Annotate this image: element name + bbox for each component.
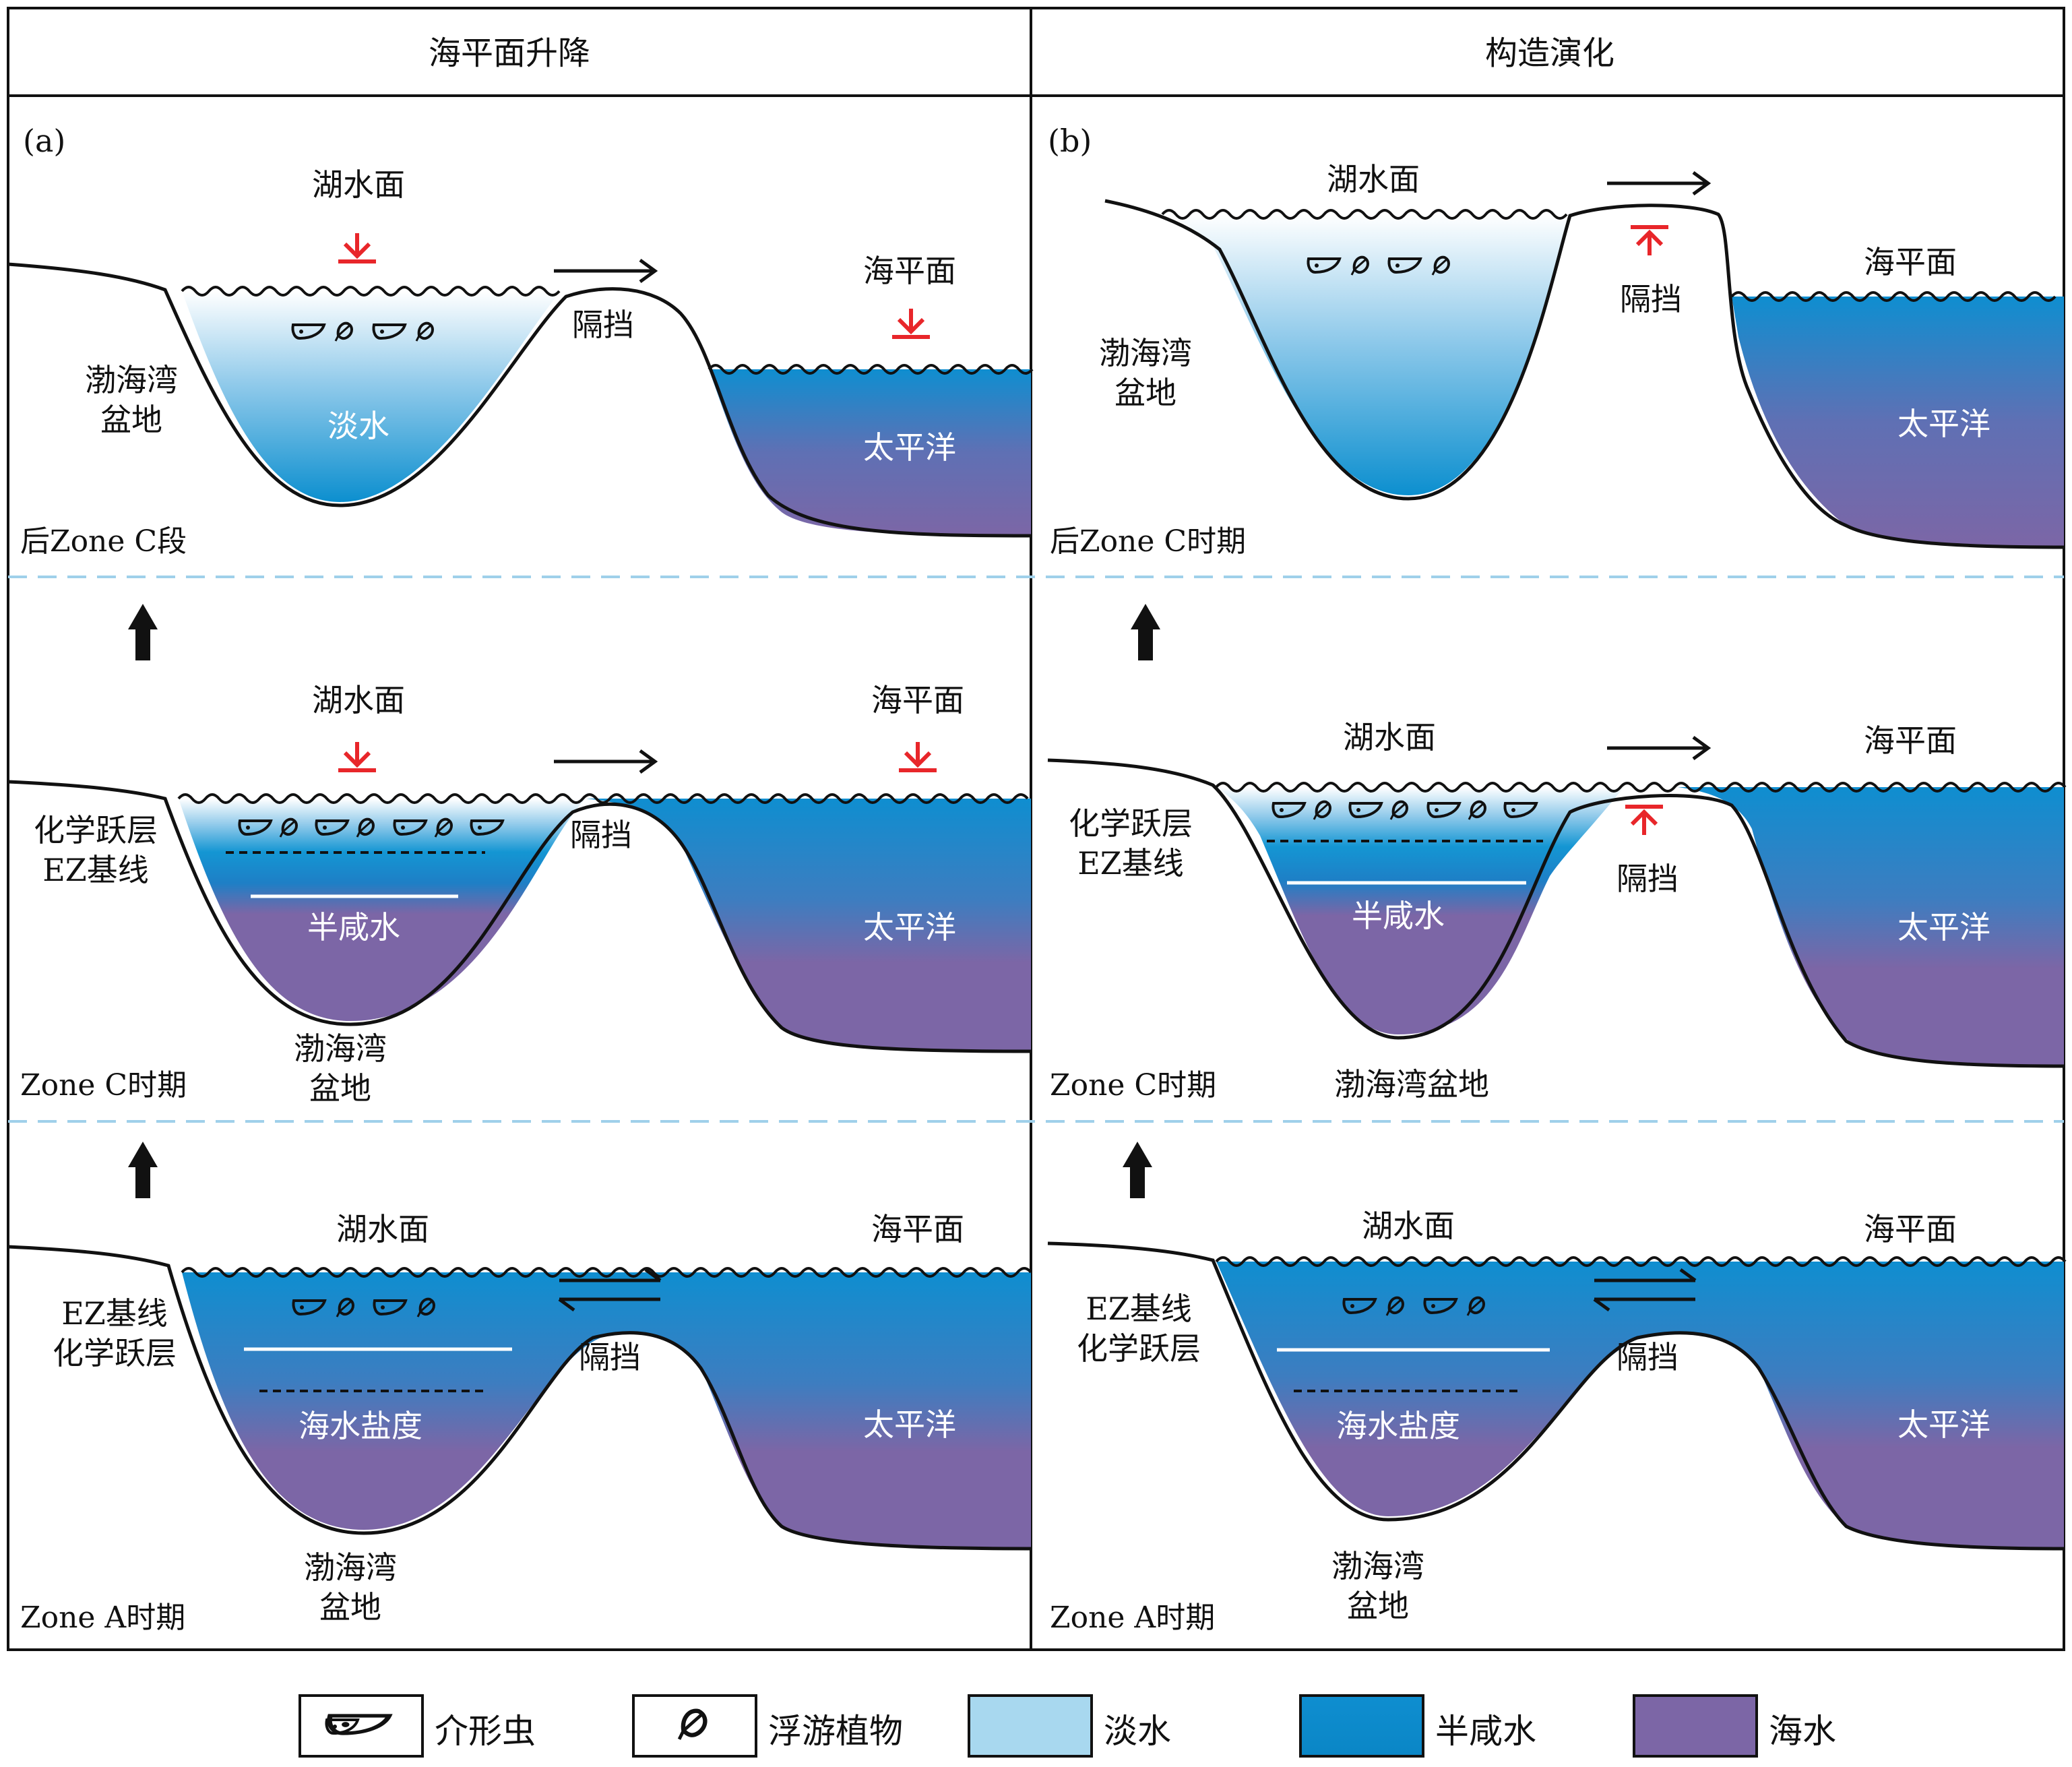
stage-label: 后Zone C时期 (1050, 524, 1246, 559)
stage-label: Zone A时期 (20, 1601, 185, 1635)
barrier-label: 隔挡 (1616, 1339, 1678, 1375)
lake-surface-label: 湖水面 (1362, 1208, 1455, 1244)
panel-b-row1: 湖水面 隔挡 海平面 渤海湾盆地 太平洋 后Zone C时期 (1050, 161, 2065, 559)
legend-phytoplankton-box (632, 1694, 757, 1758)
basin-label: 渤海湾盆地 (294, 1030, 387, 1107)
ocean-label: 太平洋 (863, 1406, 956, 1443)
lake-surface-label: 湖水面 (312, 166, 405, 203)
lake-and-ocean-water (182, 1272, 1031, 1549)
legend-seawater-label: 海水 (1769, 1712, 1836, 1751)
lake-surface-label: 湖水面 (1343, 719, 1436, 755)
sea-surface (1730, 291, 2057, 302)
ocean-label: 太平洋 (1897, 909, 1990, 946)
sea-level-label: 海平面 (863, 253, 956, 289)
seawater-salinity-label: 海水盐度 (299, 1408, 422, 1444)
barrier-label: 隔挡 (1620, 281, 1682, 317)
stage-label: Zone C时期 (1050, 1068, 1216, 1103)
ocean-label: 太平洋 (863, 429, 956, 466)
panel-a-label: (a) (23, 123, 65, 159)
legend-freshwater-label: 淡水 (1104, 1712, 1171, 1751)
ocean-water (1678, 787, 2064, 1066)
panel-b-row3: 湖水面 海平面 EZ基线化学跃层 隔挡 海水盐度 太平洋 渤海湾盆地 Zone … (1047, 1208, 2067, 1635)
lake-water (1216, 787, 1624, 1034)
lake-water (1162, 214, 1570, 495)
legend-ostracod-box (299, 1694, 424, 1758)
barrier-label: 隔挡 (572, 307, 634, 343)
ocean-water (586, 799, 1031, 1051)
barrier-label: 隔挡 (579, 1339, 641, 1375)
legend-freshwater-swatch (968, 1694, 1093, 1758)
stage-label: 后Zone C段 (20, 524, 187, 559)
water-surface (1215, 1256, 2067, 1267)
ocean-label: 太平洋 (1897, 1406, 1990, 1443)
sea-level-label: 海平面 (1864, 722, 1957, 759)
basin-label: 渤海湾盆地 (1331, 1548, 1424, 1624)
lake-surface-label: 湖水面 (336, 1211, 429, 1247)
water-surface (1215, 782, 2067, 793)
sea-level-label: 海平面 (871, 682, 964, 718)
panel-b-label: (b) (1048, 123, 1092, 159)
brackish-label: 半咸水 (1352, 898, 1445, 934)
lake-surface (181, 286, 561, 297)
basin-label: 渤海湾盆地 (85, 362, 178, 438)
ocean-label: 太平洋 (863, 909, 956, 946)
stage-label: Zone C时期 (20, 1068, 187, 1103)
brackish-label: 半咸水 (307, 909, 400, 946)
lake-surface-label: 湖水面 (312, 682, 405, 718)
lake-water (179, 799, 586, 1021)
lake-and-ocean-water (1216, 1262, 2064, 1549)
side-labels: EZ基线化学跃层 (53, 1295, 177, 1371)
ocean-water (1732, 297, 2064, 547)
lake-water (182, 291, 561, 502)
legend-phytoplankton-label: 浮游植物 (768, 1712, 903, 1751)
barrier-label: 隔挡 (570, 817, 632, 853)
ocean-label: 太平洋 (1897, 406, 1990, 442)
sea-surface (708, 364, 1034, 375)
side-labels: EZ基线化学跃层 (1077, 1291, 1201, 1367)
panel-a-row1: 湖水面 海平面 隔挡 渤海湾盆地 淡水 太平洋 后Zone C段 (7, 166, 1034, 559)
ocean-water (709, 369, 1031, 536)
panel-a-row3: 湖水面 海平面 隔挡 EZ基线化学跃层 海水盐度 太平洋 渤海湾盆地 Zone … (7, 1211, 1032, 1635)
lake-surface-label: 湖水面 (1327, 161, 1420, 197)
water-surface (177, 793, 1029, 804)
stage-label: Zone A时期 (1050, 1601, 1215, 1635)
basin-label: 渤海湾盆地 (1099, 335, 1192, 411)
sea-level-label: 海平面 (1864, 1211, 1957, 1247)
header-right-title: 构造演化 (1485, 34, 1614, 72)
basin-label: 渤海湾盆地 (1334, 1066, 1489, 1103)
water-surface (181, 1267, 1032, 1278)
sea-level-label: 海平面 (871, 1211, 964, 1247)
legend: 介形虫 浮游植物 淡水 半咸水 海水 (299, 1694, 1836, 1758)
sea-level-label: 海平面 (1864, 244, 1957, 280)
legend-seawater-swatch (1633, 1694, 1758, 1758)
lake-surface (1161, 209, 1568, 220)
seawater-salinity-label: 海水盐度 (1336, 1408, 1460, 1444)
legend-brackish-swatch (1299, 1694, 1424, 1758)
freshwater-label: 淡水 (327, 408, 389, 444)
basin-label: 渤海湾盆地 (304, 1549, 397, 1625)
legend-brackish-label: 半咸水 (1435, 1712, 1536, 1751)
barrier-label: 隔挡 (1616, 861, 1678, 897)
legend-ostracod-label: 介形虫 (435, 1712, 536, 1751)
header-left-title: 海平面升降 (429, 34, 590, 72)
